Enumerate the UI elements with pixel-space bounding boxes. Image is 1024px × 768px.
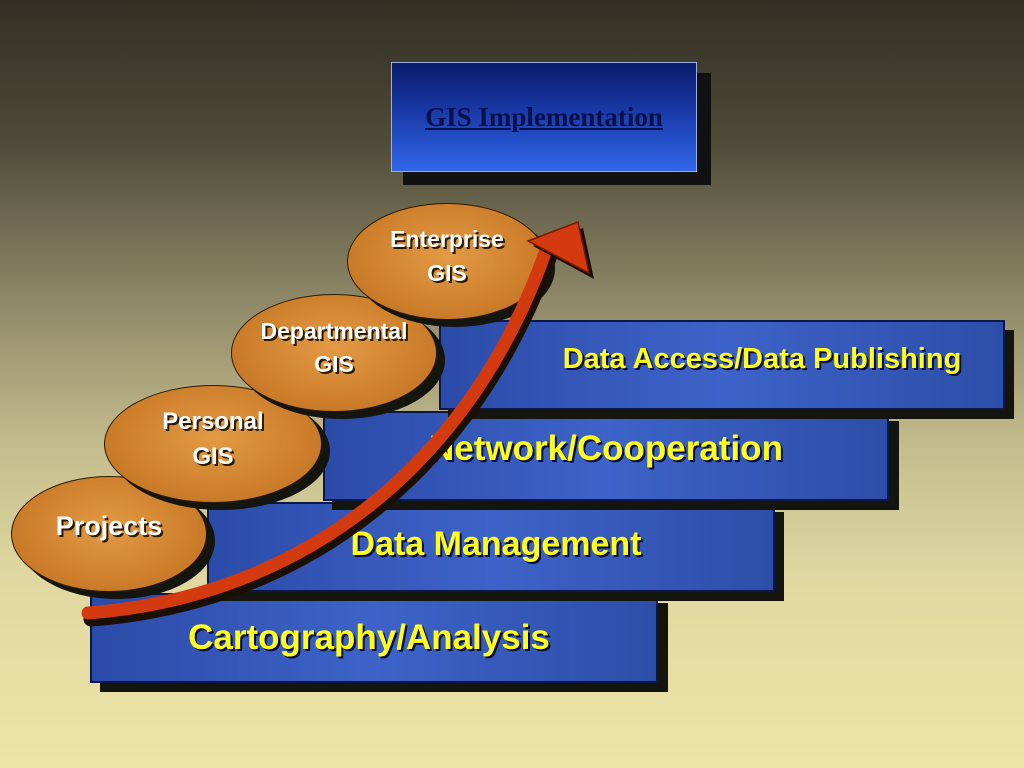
title-box: GIS Implementation bbox=[391, 62, 697, 172]
step-data-access-publishing: Data Access/Data Publishing bbox=[439, 320, 1005, 410]
stage-label-line2: GIS bbox=[314, 351, 354, 377]
stage-label-line2: GIS bbox=[192, 443, 234, 470]
stage-label-line1: Projects bbox=[55, 511, 163, 542]
step-label: Network/Cooperation bbox=[429, 429, 783, 468]
diagram-title: GIS Implementation bbox=[425, 101, 663, 132]
step-cartography-analysis: Cartography/Analysis bbox=[90, 593, 658, 683]
step-label: Data Management bbox=[350, 524, 642, 563]
stage-enterprise-gis: Enterprise GIS bbox=[347, 203, 547, 320]
stage-label-line1: Departmental bbox=[260, 317, 408, 344]
stage-label-line1: Enterprise bbox=[390, 226, 504, 253]
step-data-management: Data Management bbox=[207, 502, 775, 592]
step-label: Cartography/Analysis bbox=[188, 618, 550, 657]
stage-label-line2: GIS bbox=[427, 259, 467, 286]
step-network-cooperation: Network/Cooperation bbox=[323, 411, 889, 501]
step-label: Data Access/Data Publishing bbox=[562, 342, 962, 375]
stage-label-line1: Personal bbox=[162, 408, 264, 436]
